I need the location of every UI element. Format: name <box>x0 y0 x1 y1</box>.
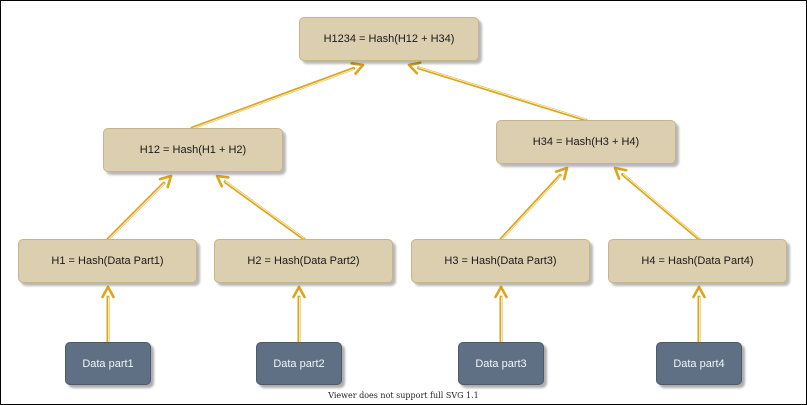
edge-d1-to-h1 <box>101 285 115 344</box>
edge-h12-to-root <box>190 61 365 130</box>
node-h3: H3 = Hash(Data Part3) <box>411 239 590 283</box>
edge-line <box>190 66 356 130</box>
edge-h3-to-h34 <box>499 166 569 241</box>
edge-h2-to-h12 <box>215 174 306 241</box>
arrowhead <box>407 61 422 75</box>
edge-line <box>106 181 166 241</box>
edge-line <box>223 180 306 241</box>
edge-h34-to-root <box>407 61 588 122</box>
edge-highlight <box>108 183 165 240</box>
node-h2: H2 = Hash(Data Part2) <box>214 239 393 283</box>
node-h1: H1 = Hash(Data Part1) <box>18 239 197 283</box>
arrowhead <box>692 285 706 299</box>
node-h12: H12 = Hash(H1 + H2) <box>103 128 283 172</box>
node-root-hash: H1234 = Hash(H12 + H34) <box>299 17 479 61</box>
edge-highlight <box>501 175 561 240</box>
node-h4-label: H4 = Hash(Data Part4) <box>641 255 754 267</box>
edge-line <box>621 172 701 241</box>
arrowhead <box>494 285 508 299</box>
node-h1-label: H1 = Hash(Data Part1) <box>51 255 164 267</box>
arrowhead <box>101 285 115 299</box>
node-h34-label: H34 = Hash(H3 + H4) <box>532 136 640 148</box>
node-data-part2-label: Data part2 <box>273 357 325 370</box>
arrowhead <box>350 61 365 75</box>
edge-h4-to-h34 <box>613 166 701 241</box>
node-h2-label: H2 = Hash(Data Part2) <box>247 255 360 267</box>
node-data-part3-label: Data part3 <box>475 357 527 370</box>
node-h34: H34 = Hash(H3 + H4) <box>496 120 676 164</box>
node-h12-label: H12 = Hash(H1 + H2) <box>139 144 247 156</box>
node-data-part3: Data part3 <box>458 342 544 385</box>
edge-highlight <box>192 68 354 129</box>
edge-highlight <box>225 181 305 239</box>
node-data-part4: Data part4 <box>656 342 742 385</box>
edge-d2-to-h2 <box>292 285 306 344</box>
node-data-part4-label: Data part4 <box>673 357 725 370</box>
edge-line <box>499 173 562 241</box>
edge-d4-to-h4 <box>692 285 706 344</box>
edge-highlight <box>622 173 700 239</box>
edge-highlight <box>418 66 587 120</box>
viewer-footer-note: Viewer does not support full SVG 1.1 <box>328 391 479 400</box>
arrowhead <box>554 166 569 181</box>
arrowhead <box>158 174 173 189</box>
node-data-part1-label: Data part1 <box>82 357 134 370</box>
node-h3-label: H3 = Hash(Data Part3) <box>444 255 557 267</box>
edge-line <box>417 66 588 122</box>
edge-h1-to-h12 <box>106 174 173 241</box>
arrowhead <box>613 166 628 180</box>
arrowhead <box>292 285 306 299</box>
node-root-label: H1234 = Hash(H12 + H34) <box>323 33 455 45</box>
node-data-part1: Data part1 <box>65 342 151 385</box>
edge-d3-to-h3 <box>494 285 508 344</box>
node-data-part2: Data part2 <box>256 342 342 385</box>
node-h4: H4 = Hash(Data Part4) <box>608 239 787 283</box>
arrowhead <box>215 174 230 188</box>
